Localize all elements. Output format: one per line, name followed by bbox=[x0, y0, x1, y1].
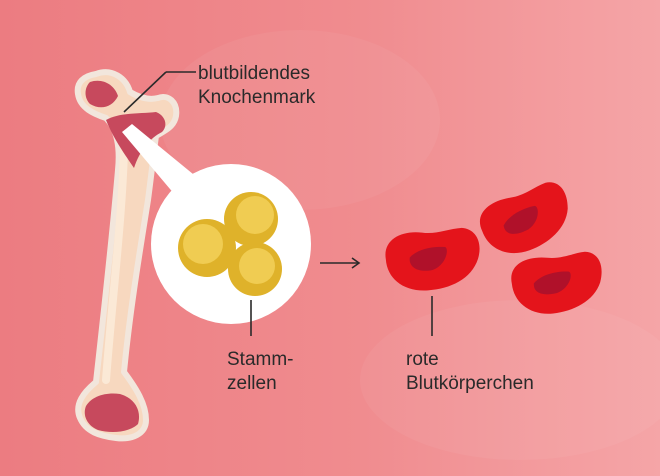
red-cell-label-line-2: Blutkörperchen bbox=[406, 373, 534, 394]
red-blood-cell-icon bbox=[385, 227, 480, 291]
marrow-base bbox=[84, 393, 140, 432]
marrow-head bbox=[85, 80, 118, 108]
arrow-right-icon bbox=[320, 257, 361, 269]
red-blood-cell-icon bbox=[511, 251, 602, 314]
marrow-leader-line bbox=[123, 71, 167, 113]
stem-cell-label: Stamm- zellen bbox=[227, 348, 294, 396]
stem-cell bbox=[228, 242, 282, 296]
stem-cell-label-line-1: Stamm- bbox=[227, 349, 294, 370]
stem-cell bbox=[178, 219, 236, 277]
marrow-label: blutbildendes Knochenmark bbox=[198, 62, 315, 110]
texture-blotch bbox=[360, 300, 660, 460]
bone-highlight bbox=[102, 146, 128, 384]
stem-cell bbox=[224, 192, 278, 246]
red-cell-label: rote Blutkörperchen bbox=[406, 348, 534, 396]
marrow-label-line-1: blutbildendes bbox=[198, 63, 310, 84]
marrow-label-line-2: Knochenmark bbox=[198, 87, 316, 108]
red-cell-label-line-1: rote bbox=[406, 349, 439, 370]
red-blood-cell-icon bbox=[480, 182, 568, 254]
stem-cell-label-line-2: zellen bbox=[227, 373, 277, 394]
